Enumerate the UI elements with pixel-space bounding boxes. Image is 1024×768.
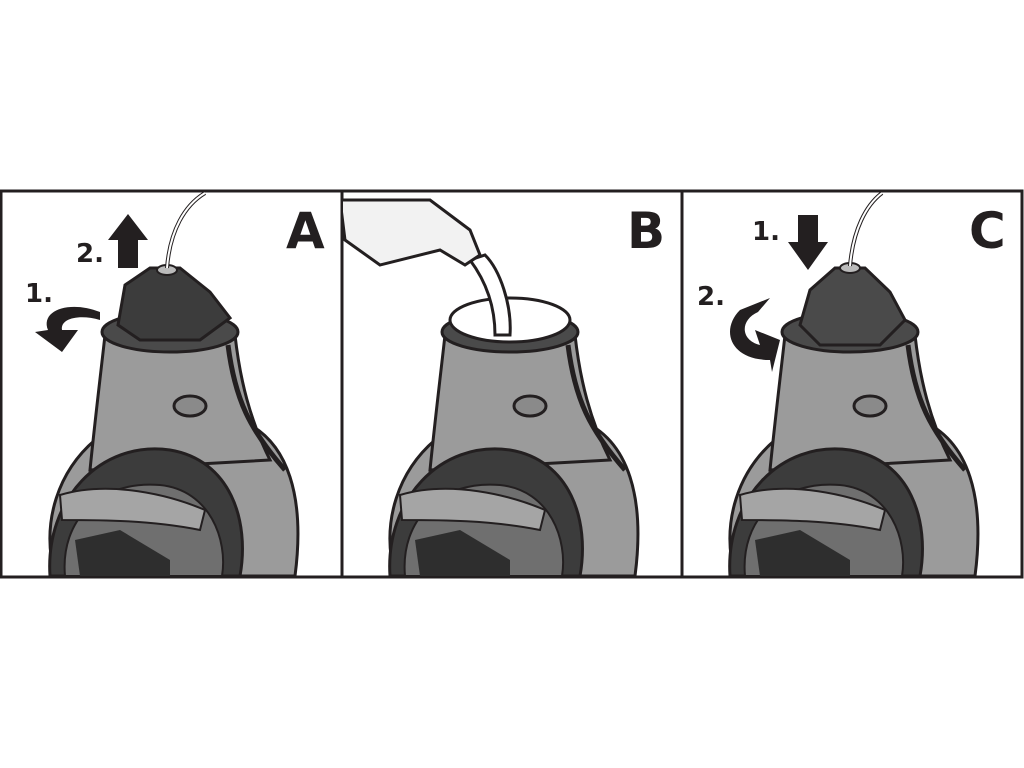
- panel-label-c: C: [969, 202, 1006, 260]
- step-1-label: 1.: [25, 279, 53, 309]
- arrow-up-icon: [108, 214, 148, 268]
- step-2-label: 2.: [76, 239, 104, 269]
- panel-c: [730, 192, 978, 576]
- panel-b: [343, 198, 638, 576]
- panel-label-b: B: [627, 202, 665, 260]
- rotate-arrow-icon: [35, 306, 100, 352]
- cap-illustration: [116, 266, 233, 342]
- rotate-arrow-icon: [730, 298, 780, 372]
- bottle-illustration: [343, 198, 482, 267]
- cap-illustration: [798, 266, 907, 347]
- step-2-label: 2.: [697, 282, 725, 312]
- arrow-down-icon: [788, 215, 828, 270]
- panel-label-a: A: [286, 202, 325, 260]
- step-1-label: 1.: [752, 217, 780, 247]
- panel-a: [35, 192, 298, 576]
- liquid-stream: [467, 253, 512, 337]
